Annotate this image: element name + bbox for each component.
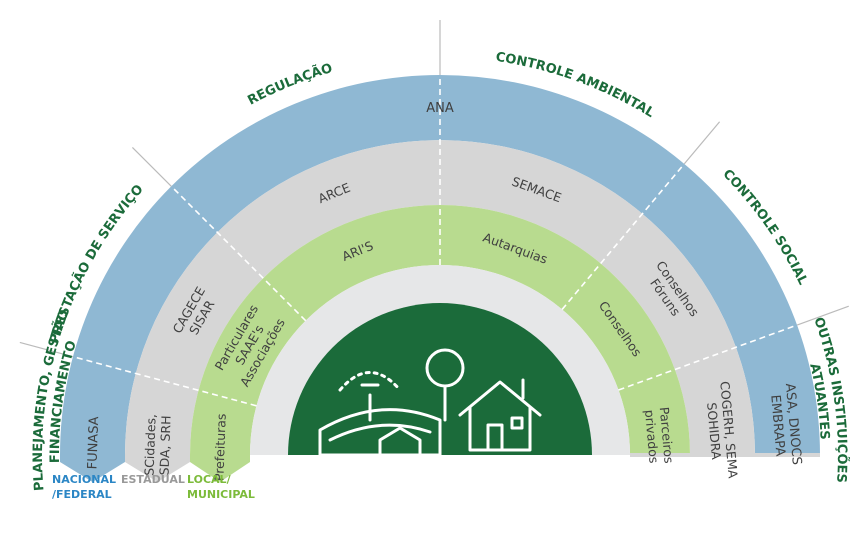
svg-text:privados: privados (642, 409, 662, 464)
tier-label-local: LOCAL/ MUNICIPAL (187, 473, 255, 501)
sector-divider-4 (561, 163, 685, 310)
svg-text:EMBRAPA: EMBRAPA (767, 394, 787, 457)
sector-tick-1 (19, 341, 74, 358)
tier-label-state: ESTADUAL (121, 473, 185, 486)
tab-national (60, 455, 125, 482)
sector-tick-4 (683, 121, 721, 165)
svg-text:Parceiros: Parceiros (657, 406, 677, 464)
sector-divider-1 (72, 355, 257, 407)
sector-divider-2 (170, 185, 307, 322)
tier-label-national: NACIONAL /FEDERAL (52, 473, 116, 501)
svg-text:ASA, DNOCS: ASA, DNOCS (782, 383, 804, 466)
tab-local (190, 455, 250, 482)
center-illustration (318, 348, 542, 457)
svg-text:SDA, SRH: SDA, SRH (157, 415, 174, 475)
inner-label-0: Prefeituras (211, 413, 228, 481)
svg-text:FUNASA: FUNASA (85, 416, 102, 470)
sector-divider-5 (618, 324, 798, 391)
tab-state (125, 455, 190, 482)
farm-field-icon (318, 408, 442, 457)
svg-text:Prefeituras: Prefeituras (211, 413, 228, 481)
sector-tick-5 (796, 305, 849, 326)
svg-text:ANA: ANA (426, 101, 454, 116)
svg-text:SOHIDRA: SOHIDRA (704, 402, 724, 461)
right-base (630, 453, 820, 457)
sector-tick-2 (131, 146, 172, 187)
middle-ring-band (125, 140, 755, 455)
outer-label-1: ANA (426, 101, 454, 116)
middle-label-0: SCidades,SDA, SRH (141, 414, 174, 476)
outer-label-0: FUNASA (85, 416, 102, 470)
core-ring-band (250, 265, 630, 455)
outer-ring-band (60, 75, 820, 455)
svg-text:SCidades,: SCidades, (141, 414, 158, 476)
inner-ring-band (190, 205, 690, 455)
